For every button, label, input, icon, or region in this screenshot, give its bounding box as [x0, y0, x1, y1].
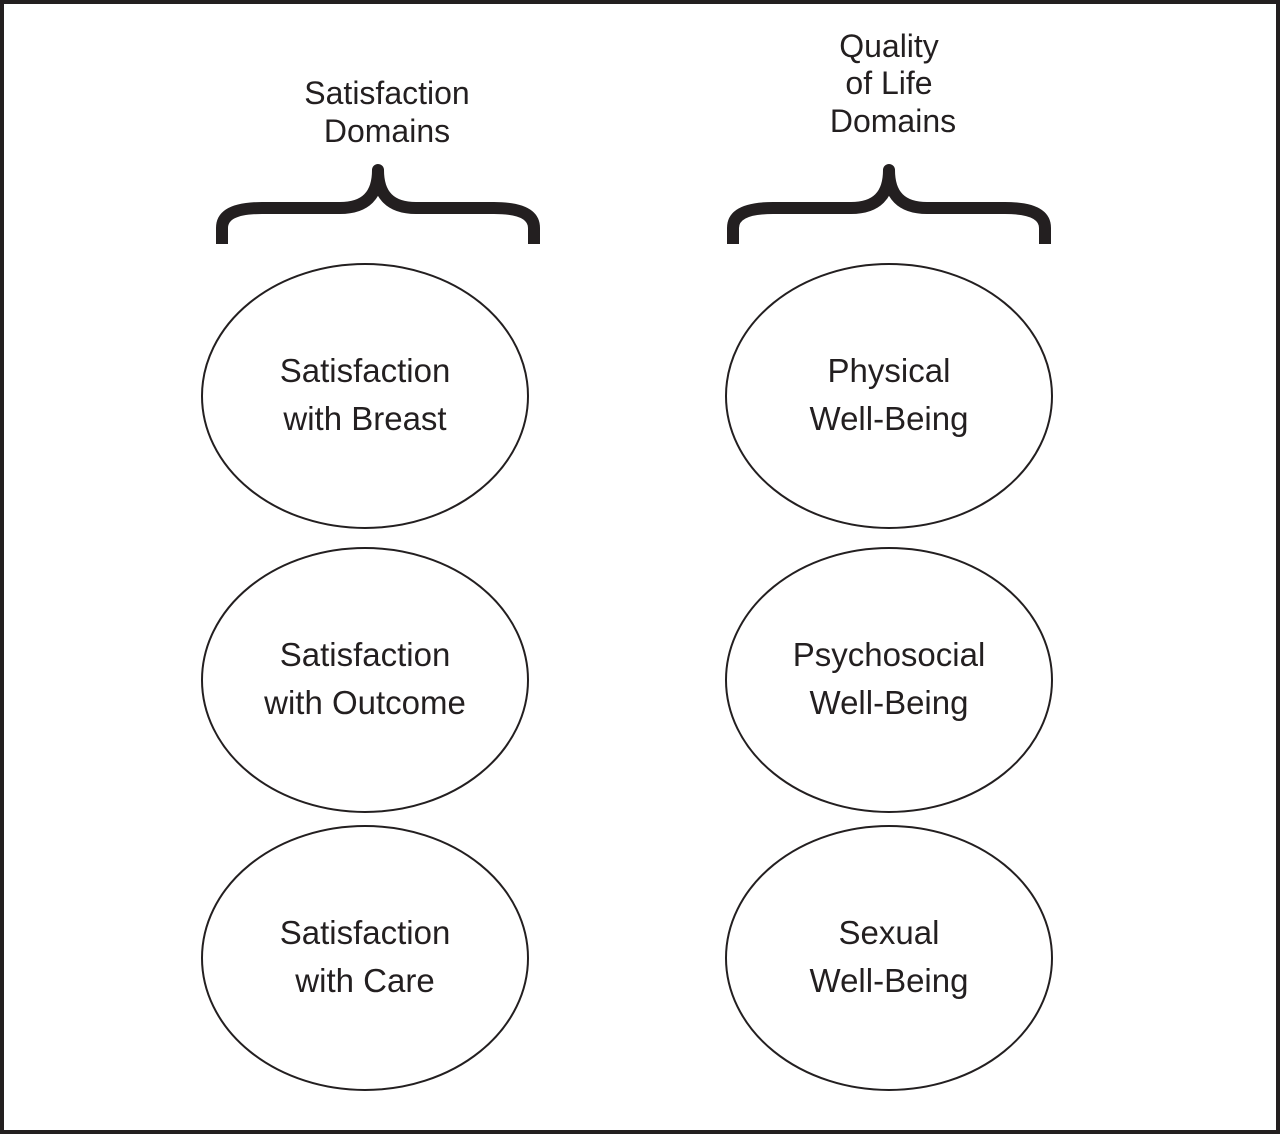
group-title-line: Satisfaction [304, 75, 469, 111]
node-satisfaction-with-breast: Satisfaction with Breast [201, 263, 529, 529]
node-label-line: with Care [294, 962, 434, 999]
node-ellipse [201, 547, 529, 813]
node-ellipse [725, 547, 1053, 813]
node-label-line: Satisfaction [280, 914, 451, 951]
node-label-line: Satisfaction [280, 636, 451, 673]
node-physical-well-being: Physical Well-Being [725, 263, 1053, 529]
node-label-line: with Breast [282, 400, 446, 437]
group-title-line: of Life [845, 65, 932, 101]
node-label-line: Well-Being [810, 400, 969, 437]
node-satisfaction-with-outcome: Satisfaction with Outcome [201, 547, 529, 813]
node-ellipse [725, 825, 1053, 1091]
satisfaction-domains-group: Satisfaction Domains Satisfaction with B… [201, 75, 540, 1091]
node-ellipse [201, 825, 529, 1091]
node-label-line: Satisfaction [280, 352, 451, 389]
group-title-line: Domains [324, 113, 450, 149]
node-label-line: with Outcome [263, 684, 466, 721]
satisfaction-domains-brace [216, 164, 540, 244]
node-label-line: Well-Being [810, 684, 969, 721]
group-title-line: Quality [839, 28, 939, 64]
node-psychosocial-well-being: Psychosocial Well-Being [725, 547, 1053, 813]
node-label-line: Sexual [839, 914, 940, 951]
node-ellipse [201, 263, 529, 529]
node-ellipse [725, 263, 1053, 529]
quality-of-life-domains-brace [727, 164, 1051, 244]
node-label-line: Physical [828, 352, 951, 389]
node-label-line: Well-Being [810, 962, 969, 999]
group-title-line: Domains [830, 103, 956, 139]
node-satisfaction-with-care: Satisfaction with Care [201, 825, 529, 1091]
node-sexual-well-being: Sexual Well-Being [725, 825, 1053, 1091]
quality-of-life-domains-group: Quality of Life Domains Physical Well-Be… [725, 28, 1053, 1091]
node-label-line: Psychosocial [793, 636, 986, 673]
